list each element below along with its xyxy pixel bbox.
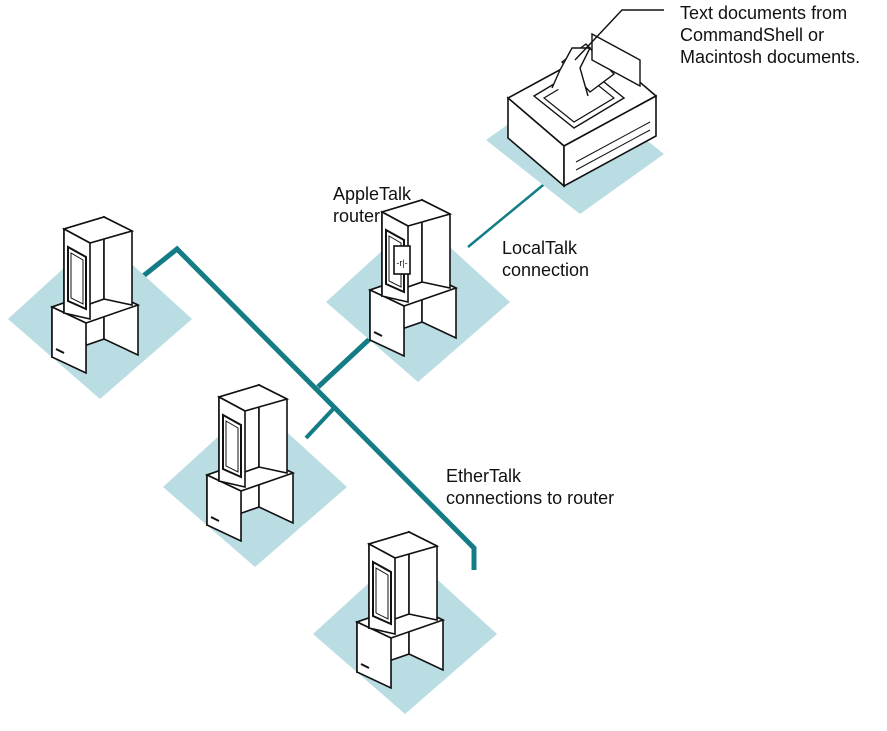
print-callout-label: Text documents from CommandShell or Maci… [680,3,861,67]
router-label: AppleTalk router [333,184,412,226]
computer-icon-bottom [312,531,498,715]
ethertalk-middle-connection [304,404,338,440]
router-computer-icon: -r|- [325,199,511,383]
localtalk-connection [467,180,549,248]
computer-icon-middle [162,384,348,568]
ethertalk-connection [135,245,477,570]
callout-leader [574,9,664,61]
svg-text:-r|-: -r|- [396,258,407,268]
ethertalk-label: EtherTalk connections to router [446,466,615,508]
computer-icon-left [7,216,193,400]
printer-icon [486,32,664,214]
localtalk-label: LocalTalk connection [502,238,590,280]
